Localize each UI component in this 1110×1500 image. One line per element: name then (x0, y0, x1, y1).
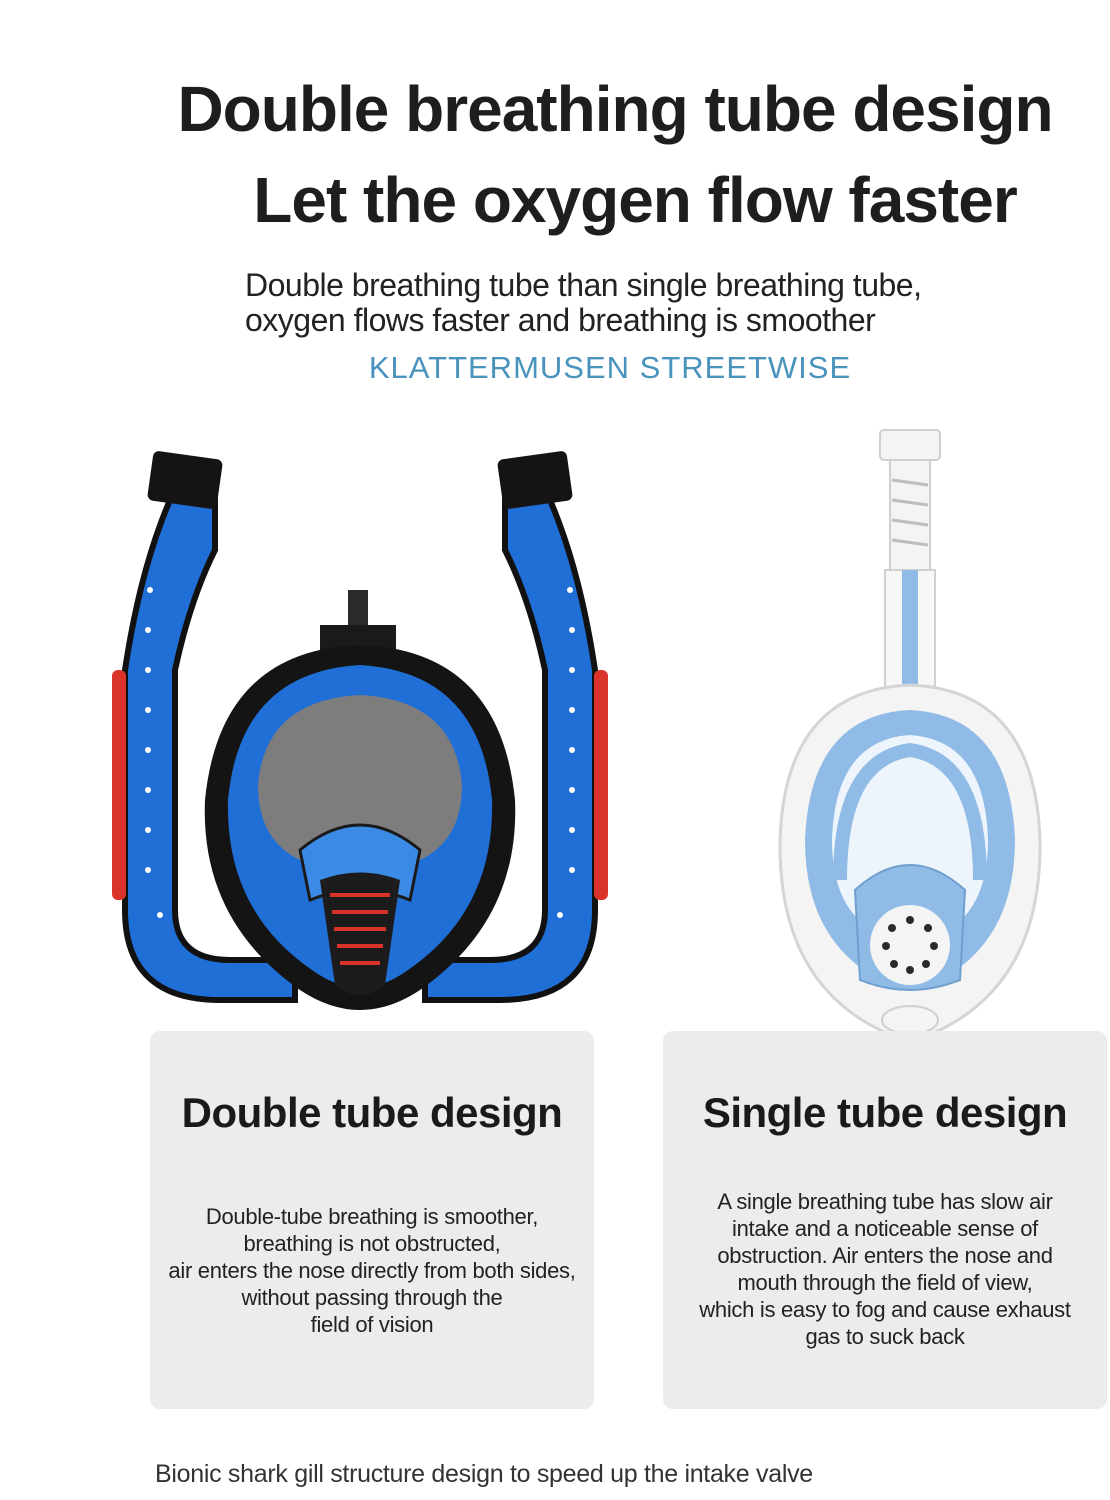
double-tube-line: Double-tube breathing is smoother, (205, 1204, 539, 1229)
single-tube-line: gas to suck back (805, 1324, 965, 1349)
double-tube-line: field of vision (310, 1312, 434, 1337)
main-title-line1: Double breathing tube design (177, 73, 1053, 145)
double-tube-description: Double-tube breathing is smoother, breat… (150, 1203, 594, 1338)
single-tube-line: obstruction. Air enters the nose and (717, 1243, 1053, 1268)
double-tube-mask-image (112, 451, 608, 1010)
main-title-line2: Let the oxygen flow faster (253, 164, 1017, 236)
double-tube-title: Double tube design (181, 1089, 563, 1136)
footer-caption: Bionic shark gill structure design to sp… (155, 1460, 813, 1488)
subtitle-line1: Double breathing tube than single breath… (245, 267, 922, 303)
brand-name: KLATTERMUSEN STREETWISE (368, 350, 852, 385)
subtitle: Double breathing tube than single breath… (245, 267, 922, 338)
single-tube-description: A single breathing tube has slow air int… (663, 1188, 1107, 1350)
single-tube-title: Single tube design (702, 1089, 1068, 1136)
double-tube-line: breathing is not obstructed, (243, 1231, 501, 1256)
double-tube-line: without passing through the (241, 1285, 503, 1310)
double-tube-line: air enters the nose directly from both s… (168, 1258, 576, 1283)
subtitle-line2: oxygen flows faster and breathing is smo… (245, 302, 876, 338)
single-tube-line: which is easy to fog and cause exhaust (699, 1297, 1071, 1322)
single-tube-card: Single tube design A single breathing tu… (663, 1031, 1107, 1409)
single-tube-line: mouth through the field of view, (737, 1270, 1033, 1295)
single-tube-line: A single breathing tube has slow air (717, 1189, 1053, 1214)
single-tube-mask-image (778, 429, 1042, 1039)
double-tube-card: Double tube design Double-tube breathing… (150, 1031, 594, 1409)
single-tube-line: intake and a noticeable sense of (732, 1216, 1038, 1241)
